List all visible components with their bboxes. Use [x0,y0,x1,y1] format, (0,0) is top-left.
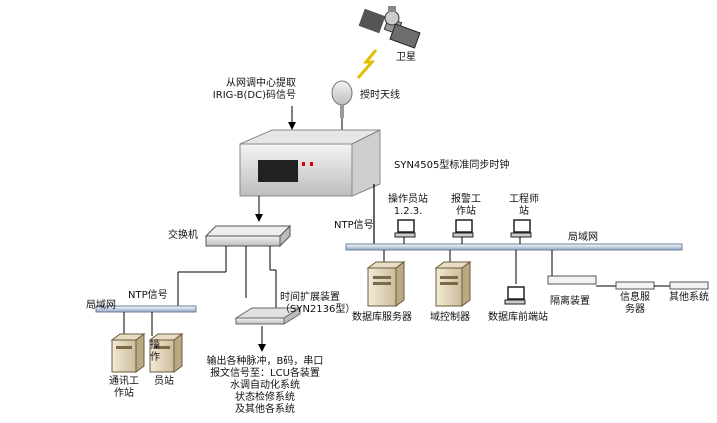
operator-left-label-l2: 作 [150,352,160,363]
signal-bolt-icon [356,49,378,79]
source-label-line2: IRIG-B(DC)码信号 [212,90,296,101]
source-label-line1: 从网调中心提取 [226,78,296,89]
other-systems-device [669,281,709,290]
alarm-label-l2: 作站 [456,206,476,217]
comm-ws-label-l1: 通讯工 [109,376,139,387]
output-label-l4: 状态检修系统 [235,392,295,403]
expansion-label-l2: （SYN2136型） [280,304,356,315]
comm-workstation-icon [110,333,146,373]
operator-station-right [394,219,416,238]
engineer-station [510,219,532,238]
operator-right-label-l1: 操作员站 [388,194,428,205]
isolation-device [547,275,597,285]
alarm-label-l1: 报警工 [451,194,481,205]
info-server-label-l2: 务器 [625,304,645,315]
info-server-device [615,281,655,290]
lan-right-label: 局域网 [568,232,598,243]
sync-clock-device [239,129,381,197]
antenna-label: 授时天线 [360,90,400,101]
output-label-l3: 水调自动化系统 [230,380,300,391]
ntp-signal-left-label: NTP信号 [128,290,168,301]
domain-controller-icon [434,261,472,307]
lan-bus-right [345,243,683,251]
operator-right-label-l2: 1.2.3. [393,206,423,217]
switch-label: 交换机 [168,230,198,241]
domain-ctrl-label: 域控制器 [430,312,470,323]
database-server-icon [366,261,406,307]
lan-bus-left [95,305,197,313]
engineer-label-l1: 工程师 [509,194,539,205]
switch-device [204,224,292,248]
operator-left-label-l1: 操 [150,340,160,351]
other-systems-label: 其他系统 [669,292,709,303]
comm-ws-label-l2: 作站 [114,388,134,399]
lan-left-label: 局域网 [86,300,116,311]
operator-station-left-icon [148,333,184,373]
isolation-label: 隔离装置 [550,296,590,307]
time-expansion-device [234,307,302,325]
antenna-icon [331,80,353,118]
info-server-label-l1: 信息服 [620,292,650,303]
engineer-label-l2: 站 [519,206,529,217]
output-label-l5: 及其他各系统 [235,404,295,415]
satellite-icon [358,6,421,49]
clock-label: SYN4505型标准同步时钟 [394,160,510,171]
expansion-label-l1: 时间扩展装置 [280,292,340,303]
alarm-station [452,219,474,238]
output-label-l1: 输出各种脉冲，B码，串口 [206,356,324,367]
database-frontend-station [504,286,526,305]
ntp-signal-right-label: NTP信号 [334,220,374,231]
db-server-label: 数据库服务器 [352,312,412,323]
db-frontend-label: 数据库前端站 [488,312,548,323]
output-label-l2: 报文信号至：LCU各装置 [210,368,320,379]
operator-left-label-l3: 员站 [154,376,174,387]
satellite-label: 卫星 [396,52,416,63]
